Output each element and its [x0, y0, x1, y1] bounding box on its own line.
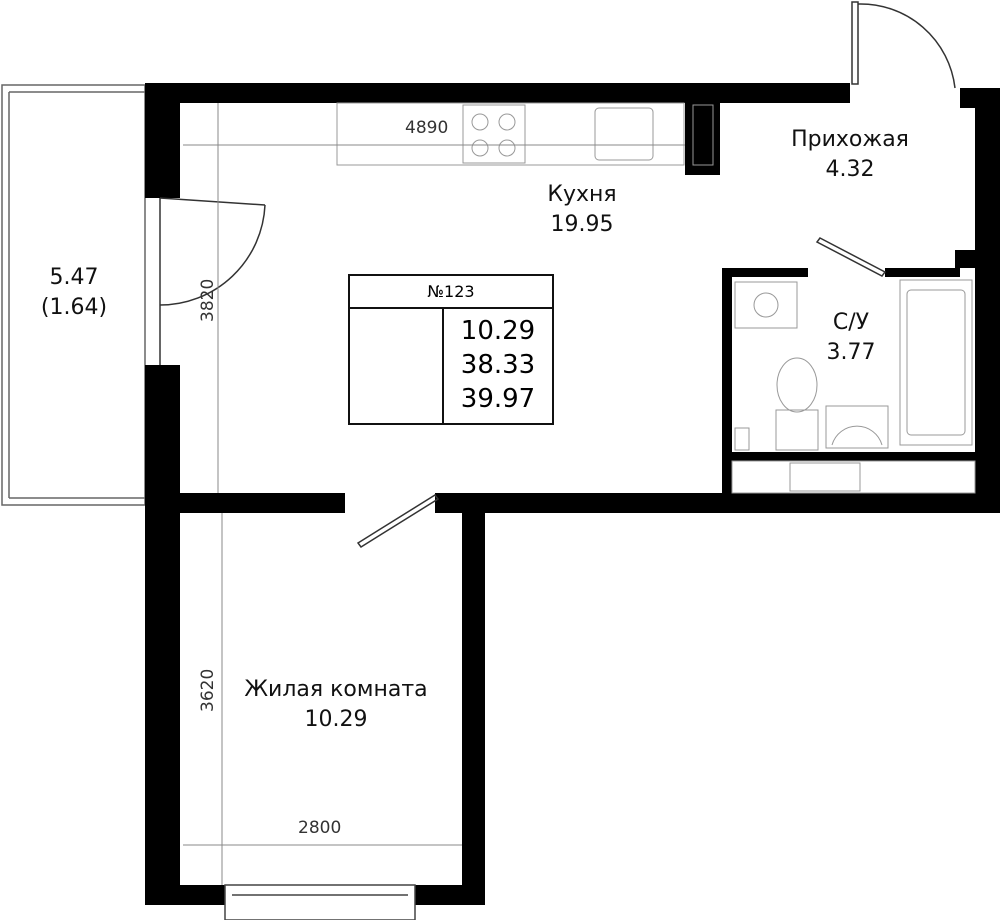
kitchen-fixtures	[336, 102, 714, 166]
window-bottom	[224, 884, 416, 920]
room-name: Кухня	[547, 182, 617, 207]
apartment-number: №123	[350, 276, 552, 309]
room-area: 5.47	[49, 265, 99, 290]
room-label-bathroom: С/У 3.77	[827, 308, 876, 368]
room-label-living: Жилая комната 10.29	[244, 675, 427, 735]
room-name: Жилая комната	[244, 677, 428, 702]
apartment-badge: №123 1 10.29 38.33 39.97	[348, 274, 554, 425]
dimension-lines	[183, 103, 685, 885]
room-area: 19.95	[550, 212, 614, 237]
dim-living-depth: 3620	[198, 668, 218, 712]
balcony	[1, 84, 146, 506]
room-name: Прихожая	[791, 127, 909, 152]
room-label-hallway: Прихожая 4.32	[791, 125, 909, 185]
area-list: 10.29 38.33 39.97	[444, 314, 552, 416]
room-area-reduced: (1.64)	[40, 295, 108, 320]
total-area: 38.33	[460, 350, 536, 380]
total-area-with-balcony: 39.97	[460, 384, 536, 414]
dim-kitchen-depth: 3820	[198, 278, 218, 322]
room-label-kitchen: Кухня 19.95	[547, 180, 616, 240]
bathroom-fixtures	[731, 279, 976, 494]
living-area: 10.29	[460, 316, 536, 346]
room-area: 4.32	[825, 157, 875, 182]
doors	[159, 1, 956, 549]
room-name: С/У	[832, 310, 870, 335]
dim-kitchen-width: 4890	[405, 118, 449, 138]
room-area: 3.77	[826, 340, 876, 365]
room-label-balcony: 5.47 (1.64)	[41, 263, 107, 323]
dim-living-width: 2800	[298, 818, 342, 838]
room-count: 1	[350, 309, 444, 423]
walls	[145, 83, 1000, 905]
room-area: 10.29	[304, 707, 368, 732]
